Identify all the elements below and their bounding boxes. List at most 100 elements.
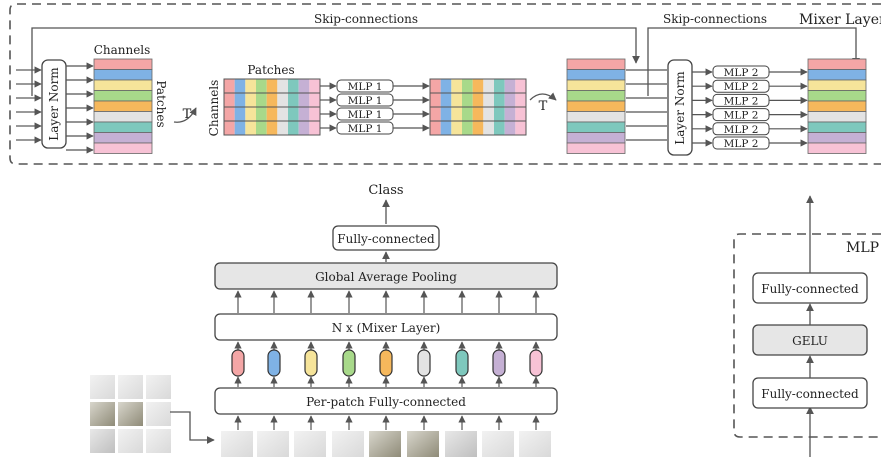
token-row bbox=[93, 69, 153, 81]
mlp-panel-border bbox=[733, 233, 881, 438]
transpose-2: T bbox=[529, 92, 557, 114]
token-row bbox=[807, 132, 867, 144]
token-row bbox=[93, 111, 153, 123]
mixer-stack-box[interactable]: N x (Mixer Layer) bbox=[214, 313, 558, 341]
mlp1-label: MLP 1 bbox=[348, 109, 383, 121]
mlp-gelu[interactable]: GELU bbox=[752, 324, 868, 356]
sequence-patch bbox=[294, 431, 326, 457]
layer-norm-1[interactable]: Layer Norm bbox=[41, 59, 67, 149]
token-stack-middle bbox=[566, 58, 626, 154]
grid-border bbox=[223, 78, 321, 136]
sequence-patch bbox=[221, 431, 253, 457]
transpose-1-label: T bbox=[183, 107, 192, 122]
mixer-layer-border bbox=[9, 3, 881, 165]
image-patch bbox=[90, 375, 115, 399]
token-row bbox=[807, 58, 867, 70]
patches-label: Patches bbox=[247, 63, 294, 77]
mlp-panel-title: MLP bbox=[846, 240, 879, 256]
skip-connection-label-1: Skip-connections bbox=[314, 12, 418, 26]
per-patch-fully-connected-box[interactable]: Per-patch Fully-connected bbox=[214, 387, 558, 415]
main-architecture: Class Fully-connected Global Average Poo… bbox=[90, 183, 558, 457]
mlp2-block[interactable]: MLP 2 bbox=[712, 108, 770, 122]
mlp1-block[interactable]: MLP 1 bbox=[336, 79, 394, 93]
token-pill bbox=[455, 349, 469, 377]
mlp-fully-connected-bottom[interactable]: Fully-connected bbox=[752, 377, 868, 409]
token-stack-output bbox=[807, 58, 867, 154]
image-patch bbox=[90, 402, 115, 426]
token-row bbox=[566, 90, 626, 102]
skip-connection-1: Skip-connections bbox=[31, 12, 640, 96]
sequence-patch bbox=[519, 431, 551, 457]
mlp2-label: MLP 2 bbox=[724, 81, 759, 93]
grid-border bbox=[429, 78, 527, 136]
token-row bbox=[93, 142, 153, 154]
token-row bbox=[807, 79, 867, 91]
input-image-grid bbox=[90, 375, 171, 453]
token-row bbox=[566, 100, 626, 112]
mlp-fully-connected-top[interactable]: Fully-connected bbox=[752, 272, 868, 304]
mlp1-block[interactable]: MLP 1 bbox=[336, 121, 394, 135]
layer-norm-2[interactable]: Layer Norm bbox=[667, 59, 693, 156]
layer-norm-1-label: Layer Norm bbox=[47, 67, 61, 141]
sequence-patch bbox=[482, 431, 514, 457]
mlp1-block[interactable]: MLP 1 bbox=[336, 93, 394, 107]
layer-norm-2-label: Layer Norm bbox=[673, 71, 687, 145]
token-row bbox=[566, 142, 626, 154]
token-row bbox=[807, 90, 867, 102]
stack2-arrows bbox=[626, 69, 667, 141]
token-pills bbox=[231, 341, 543, 387]
mlp2-label: MLP 2 bbox=[724, 110, 759, 122]
mlp1-label: MLP 1 bbox=[348, 95, 383, 107]
token-row bbox=[566, 79, 626, 91]
mlp2-block[interactable]: MLP 2 bbox=[712, 136, 770, 150]
global-average-pooling-box[interactable]: Global Average Pooling bbox=[214, 262, 558, 290]
token-row bbox=[807, 142, 867, 154]
token-pill bbox=[342, 349, 356, 377]
transposed-grid-1 bbox=[223, 78, 321, 136]
input-arrows bbox=[16, 66, 42, 144]
sequence-patch bbox=[369, 431, 401, 457]
token-row bbox=[93, 100, 153, 112]
image-patch bbox=[90, 429, 115, 453]
token-row bbox=[93, 132, 153, 144]
per-patch-fully-connected-label: Per-patch Fully-connected bbox=[306, 395, 466, 409]
mlp2-block[interactable]: MLP 2 bbox=[712, 79, 770, 93]
patch-input-arrows bbox=[234, 415, 540, 430]
mlp-fc-bottom-label: Fully-connected bbox=[761, 387, 859, 401]
image-to-patches-arrow bbox=[170, 411, 215, 444]
token-pill bbox=[417, 349, 431, 377]
class-label: Class bbox=[368, 183, 403, 198]
token-pill bbox=[231, 349, 245, 377]
token-row bbox=[93, 79, 153, 91]
token-row bbox=[566, 69, 626, 81]
token-row bbox=[93, 58, 153, 70]
transpose-1: T bbox=[173, 107, 197, 123]
image-patch bbox=[146, 402, 171, 426]
mlp1-label: MLP 1 bbox=[348, 81, 383, 93]
mixer-stack-label: N x (Mixer Layer) bbox=[332, 321, 441, 335]
token-row bbox=[566, 132, 626, 144]
token-stack-input bbox=[93, 58, 153, 154]
image-patch bbox=[118, 402, 143, 426]
head-fully-connected-box[interactable]: Fully-connected bbox=[332, 225, 440, 251]
mlp2-label: MLP 2 bbox=[724, 95, 759, 107]
mlp1-block[interactable]: MLP 1 bbox=[336, 107, 394, 121]
mlp2-block[interactable]: MLP 2 bbox=[712, 122, 770, 136]
channels-label: Channels bbox=[94, 43, 151, 57]
mlp2-block[interactable]: MLP 2 bbox=[712, 65, 770, 79]
token-pill bbox=[379, 349, 393, 377]
image-patch bbox=[146, 375, 171, 399]
mlp2-block[interactable]: MLP 2 bbox=[712, 93, 770, 107]
skip-connection-label-2: Skip-connections bbox=[663, 12, 767, 26]
patch-sequence bbox=[221, 431, 551, 457]
mlp2-label: MLP 2 bbox=[724, 138, 759, 150]
transposed-grid-2 bbox=[429, 78, 527, 136]
sequence-patch bbox=[332, 431, 364, 457]
mixer-layer-panel: Mixer Layer Skip-connections Skip-connec… bbox=[9, 3, 881, 165]
channels-label-vertical: Channels bbox=[207, 80, 221, 137]
mlp-fc-top-label: Fully-connected bbox=[761, 282, 859, 296]
patches-label-vertical: Patches bbox=[154, 80, 168, 127]
head-fully-connected-label: Fully-connected bbox=[337, 232, 435, 246]
